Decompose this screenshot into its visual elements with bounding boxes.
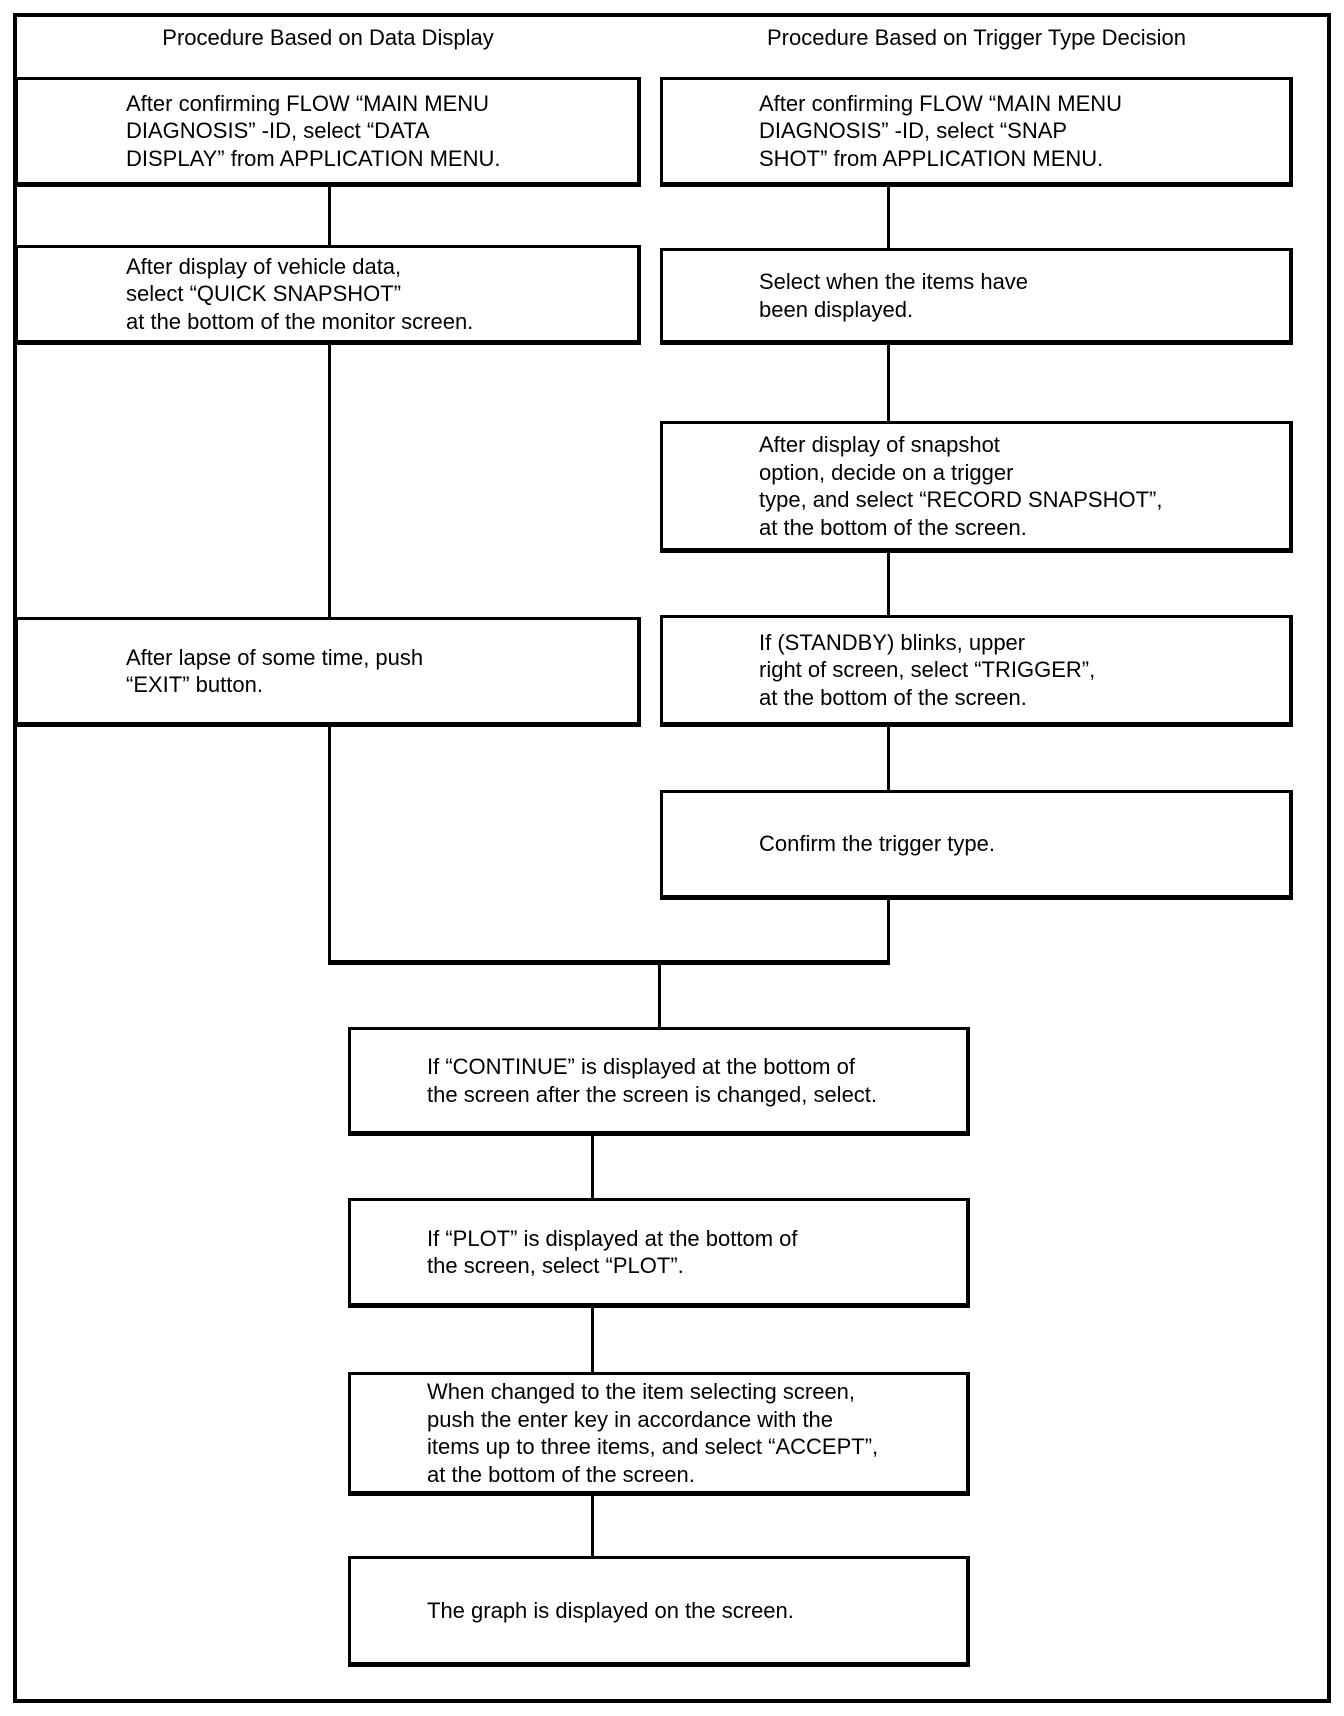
flow-step-text: After confirming FLOW “MAIN MENU DIAGNOS… (126, 90, 501, 171)
connector-left-3 (328, 727, 331, 965)
flow-step-select-items: Select when the items have been displaye… (660, 248, 1293, 345)
flow-step-text: After confirming FLOW “MAIN MENU DIAGNOS… (759, 90, 1123, 171)
connector-right-5 (887, 900, 890, 965)
flow-step-quick-snapshot: After display of vehicle data, select “Q… (15, 245, 641, 345)
flow-step-confirm-trigger-type: Confirm the trigger type. (660, 790, 1293, 900)
connector-merged-1 (591, 1136, 594, 1198)
connector-left-2 (328, 345, 331, 617)
flow-step-text: If (STANDBY) blinks, upper right of scre… (759, 629, 1096, 710)
connector-right-3 (887, 553, 890, 615)
connector-merge-drop (658, 961, 661, 1027)
flow-step-text: Confirm the trigger type. (759, 831, 995, 857)
flow-step-text: After display of snapshot option, decide… (759, 432, 1163, 540)
connector-right-1 (887, 187, 890, 248)
flow-step-accept: When changed to the item selecting scree… (348, 1372, 970, 1496)
flow-step-select-data-display: After confirming FLOW “MAIN MENU DIAGNOS… (15, 77, 641, 187)
flow-step-plot: If “PLOT” is displayed at the bottom of … (348, 1198, 970, 1308)
flow-step-text: When changed to the item selecting scree… (427, 1379, 879, 1487)
page-border (13, 13, 1331, 1703)
flow-step-graph-displayed: The graph is displayed on the screen. (348, 1556, 970, 1667)
connector-merged-3 (591, 1496, 594, 1556)
connector-right-4 (887, 727, 890, 790)
flow-step-text: After lapse of some time, push “EXIT” bu… (126, 644, 424, 698)
flow-step-exit-button: After lapse of some time, push “EXIT” bu… (15, 617, 641, 727)
connector-merged-2 (591, 1308, 594, 1372)
flow-step-text: After display of vehicle data, select “Q… (126, 253, 474, 334)
flow-step-text: If “CONTINUE” is displayed at the bottom… (427, 1054, 878, 1107)
column-header-trigger-type: Procedure Based on Trigger Type Decision (766, 25, 1187, 50)
flow-step-record-snapshot: After display of snapshot option, decide… (660, 421, 1293, 553)
flow-step-text: Select when the items have been displaye… (759, 269, 1029, 322)
column-header-data-display: Procedure Based on Data Display (162, 25, 494, 50)
connector-right-2 (887, 345, 890, 421)
flow-step-text: If “PLOT” is displayed at the bottom of … (427, 1225, 798, 1279)
connector-left-1 (328, 187, 331, 245)
flow-step-continue: If “CONTINUE” is displayed at the bottom… (348, 1027, 970, 1136)
flow-step-text: The graph is displayed on the screen. (427, 1597, 794, 1623)
flow-step-standby-trigger: If (STANDBY) blinks, upper right of scre… (660, 615, 1293, 727)
connector-merge-bar (328, 960, 890, 965)
flow-step-select-snapshot: After confirming FLOW “MAIN MENU DIAGNOS… (660, 77, 1293, 187)
